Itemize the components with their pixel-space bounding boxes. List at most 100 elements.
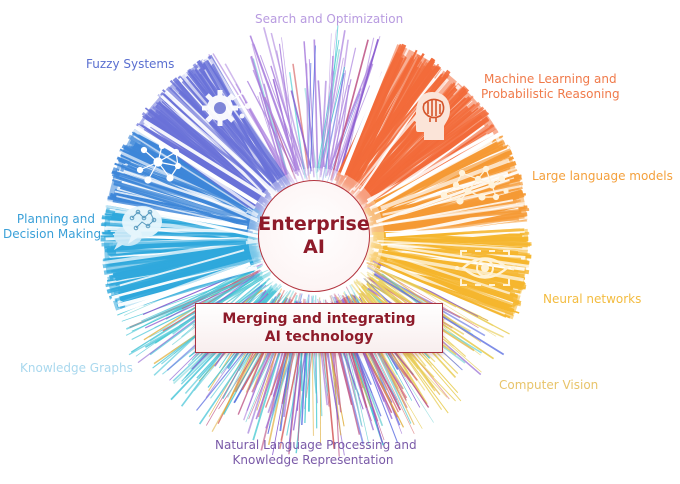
ray <box>328 39 349 176</box>
ray <box>305 63 310 176</box>
ray <box>143 119 267 198</box>
ray <box>387 255 510 309</box>
eye-scan-icon <box>455 250 515 286</box>
network-graph-icon <box>136 142 182 184</box>
ray <box>328 79 352 176</box>
ray <box>318 49 341 170</box>
label-knowledge-graphs: Knowledge Graphs <box>20 361 133 375</box>
ray <box>376 266 457 325</box>
label-line: Planning and <box>16 212 95 226</box>
ray <box>373 193 527 223</box>
ray <box>365 148 512 215</box>
merging-integrating-box: Merging and integrating AI technology <box>195 303 443 353</box>
label-computer-vision: Computer Vision <box>499 378 599 392</box>
ray <box>253 43 306 185</box>
ray <box>309 45 316 174</box>
ray <box>155 102 265 198</box>
wedge-separator <box>98 199 248 230</box>
merge-box-line1: Merging and integrating <box>222 311 416 327</box>
ray <box>244 101 296 185</box>
label-nlp: Natural Language Processing and Knowledg… <box>215 438 417 468</box>
ray <box>344 43 407 176</box>
ray <box>373 204 524 227</box>
ray <box>116 240 246 250</box>
ray <box>321 72 345 186</box>
speech-bubble-network-icon <box>114 206 162 250</box>
ray <box>122 147 254 212</box>
ray <box>377 252 524 282</box>
brain-head-icon <box>413 92 450 140</box>
ray <box>368 105 469 193</box>
ray <box>250 55 289 184</box>
ray <box>133 135 259 216</box>
ray <box>325 33 332 177</box>
ray <box>122 159 261 214</box>
label-machine-learning: Machine Learning and Probabilistic Reaso… <box>481 72 620 102</box>
ray <box>202 62 281 193</box>
ray <box>292 63 311 182</box>
ray <box>258 92 286 181</box>
ray <box>113 180 251 223</box>
ray <box>137 144 248 213</box>
ray <box>160 267 257 332</box>
label-line: Knowledge Representation <box>232 453 394 467</box>
ray <box>123 169 248 214</box>
ray <box>372 252 517 307</box>
network-graph-icon <box>440 165 509 205</box>
ray <box>116 195 245 227</box>
ray <box>202 60 295 192</box>
ray <box>319 30 346 178</box>
ray <box>377 239 529 251</box>
ray <box>252 58 292 188</box>
label-line: Natural Language Processing and <box>215 438 417 452</box>
ray <box>364 112 490 201</box>
gear-network-icon <box>202 89 251 126</box>
ray <box>316 39 340 174</box>
ray-bundle <box>100 25 532 457</box>
ray <box>259 55 305 176</box>
wedge-separator <box>108 262 251 318</box>
ray <box>374 167 518 214</box>
wedge-separator <box>379 265 520 328</box>
ray <box>363 119 488 209</box>
ray <box>178 90 277 185</box>
wedge-separator <box>128 121 258 205</box>
ray <box>262 27 302 167</box>
ray <box>125 272 263 330</box>
ray <box>381 263 507 318</box>
wedge-separator <box>385 222 536 238</box>
ray <box>380 232 532 246</box>
ray <box>211 63 283 194</box>
ray <box>106 252 257 274</box>
wedge-separator <box>340 35 401 176</box>
label-fuzzy-systems: Fuzzy Systems <box>86 57 175 71</box>
ray <box>263 97 300 177</box>
center-title-line1: Enterprise <box>258 213 370 235</box>
ray <box>117 257 259 292</box>
ray <box>113 183 259 227</box>
ray <box>119 249 245 287</box>
ray <box>374 133 489 203</box>
ray <box>326 93 361 184</box>
ray <box>387 244 529 268</box>
ray <box>154 273 267 328</box>
label-large-language-models: Large language models <box>532 169 673 183</box>
ray <box>319 70 334 171</box>
merge-box-line2: AI technology <box>264 329 374 345</box>
ray <box>347 59 413 177</box>
wedge-separator <box>375 128 508 207</box>
ray <box>318 66 346 171</box>
ray <box>349 65 442 186</box>
label-line: Probabilistic Reasoning <box>481 87 620 101</box>
label-neural-networks: Neural networks <box>543 292 642 306</box>
ray <box>267 81 299 176</box>
label-line: Machine Learning and <box>484 72 617 86</box>
label-line: Decision Making <box>3 227 102 241</box>
ray <box>187 70 285 187</box>
label-planning-decision: Planning and Decision Making <box>3 212 102 242</box>
label-search-optimization: Search and Optimization <box>255 12 404 26</box>
ray <box>181 80 279 187</box>
ray <box>350 59 436 177</box>
ray <box>327 55 334 169</box>
ray <box>330 39 369 181</box>
